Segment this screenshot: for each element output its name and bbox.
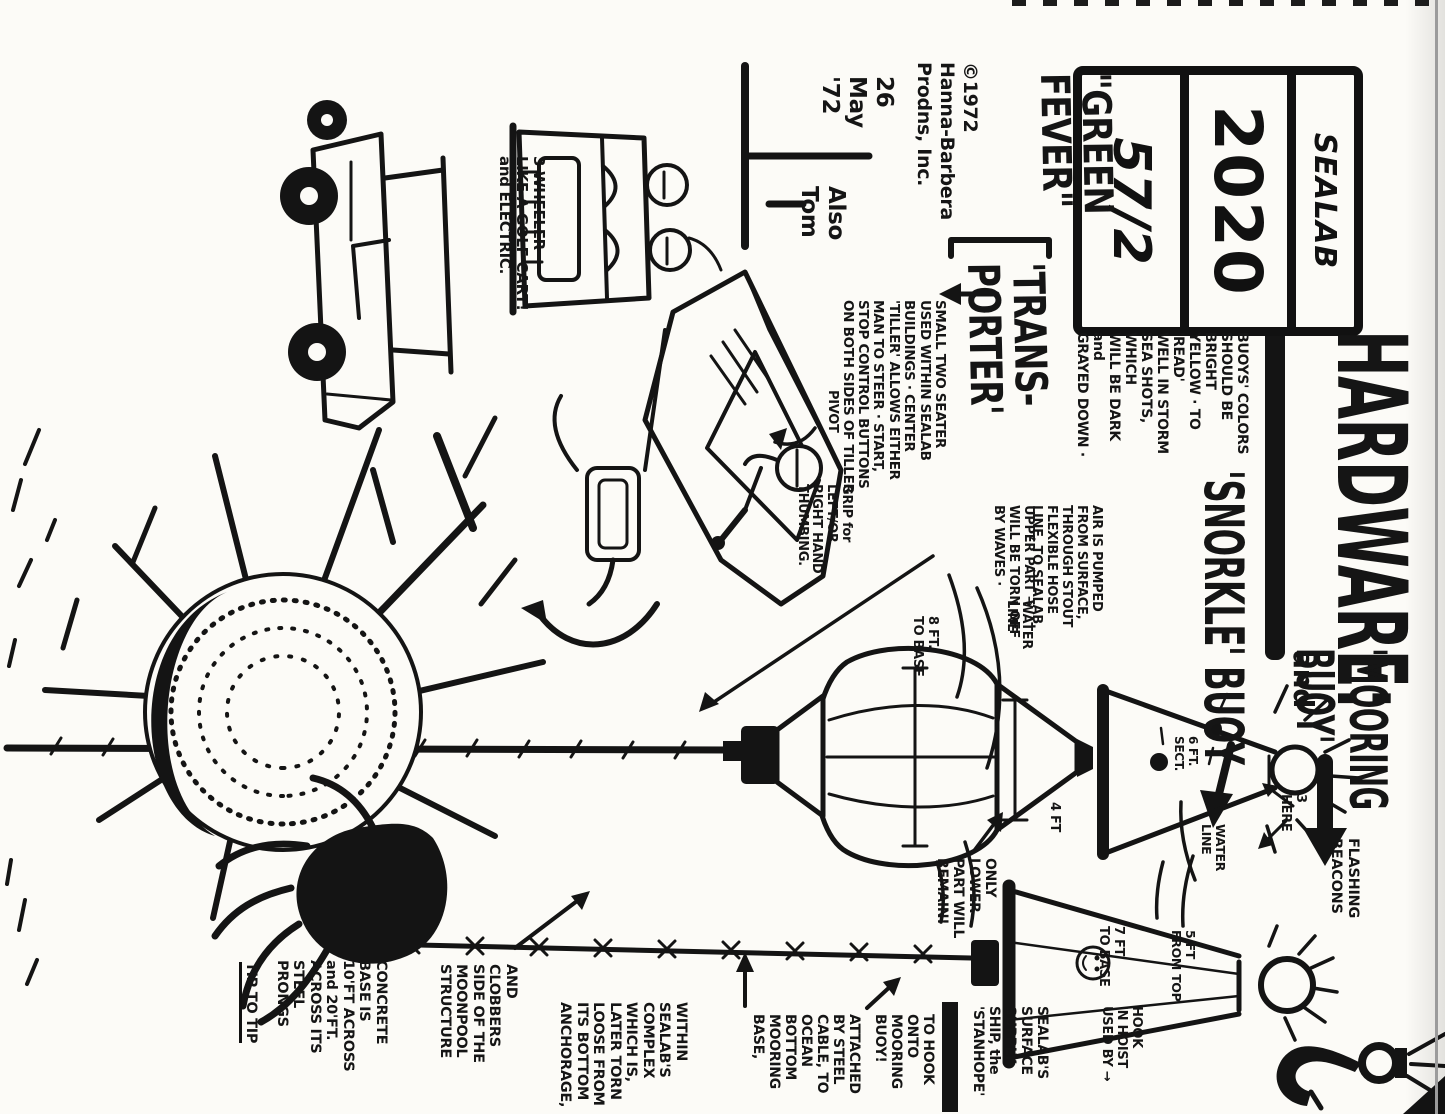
to-hook-note: TO HOOK ONTO MOORING BUOY! [872,1014,936,1089]
transporter-perspective-drawing [642,236,844,607]
snorkle-buoy-drawing [1097,684,1361,928]
air-pumped-note: AIR IS PUMPED FROM SURFACE, THROUGH STOU… [1029,505,1104,629]
heading-underline-bar [1265,326,1285,660]
copyright-note: ©1972 Hanna-Barbera Prodns, Inc. [913,62,981,220]
lower-part-note: ONLY LOWER PART WILL REMAIN! [934,858,998,939]
scan-edge-shadow [1405,0,1445,1114]
measure-4ft-label: 4 FT [1047,802,1062,833]
transporter-note: SMALL TWO SEATER USED WITHIN SEALAB BUIL… [839,300,948,494]
transporter-bracket [939,237,1052,305]
clobbers-note: AND CLOBBERS SIDE OF THE MOONPOOL STRUCT… [436,964,519,1063]
measure-7ft-label: 7 FT TO BASE [1096,926,1126,987]
flashing-beacons-note: FLASHING BEACONS [1328,838,1361,918]
transporter-front-drawing [509,122,692,316]
attached-cable-note: ATTACHED BY STEEL CABLE, TO OCEAN BOTTOM… [750,1014,862,1094]
pointer-arrow-to-buoy [699,554,935,712]
torn-loose-arrow [513,891,590,950]
measure-6ft-label: 6 FT. SECT. [1172,736,1200,772]
explosion-drawing [42,415,546,935]
hook-hoist-note: HOOK 'N HOIST USED BY → [1099,1006,1144,1082]
credits-bracket [741,62,873,250]
tip-to-tip-label: TIP TO TIP [239,962,259,1044]
three-wheeler-note: 3 WHEELER ~ LIKE A GOLF CART! and ELECTR… [495,156,548,311]
measure-8ft-label: 8 FT. TO BASE [910,616,940,677]
mooring-buoy-drawing [723,573,1093,928]
three-here-note: 3 HERE [1278,794,1308,832]
note-divider-bar [942,1002,958,1112]
episode-title: "GREEN FEVER" [1031,71,1121,215]
cable-pointer-arrow [736,952,754,1008]
scan-edge-line [1435,0,1438,1114]
artist-note: Also Tom [795,186,849,240]
lower-buoy-drawing [374,800,1339,1069]
buoy-colors-note: BUOYS' COLORS SHOULD BE BRIGHT YELLOW · … [1074,332,1250,457]
concrete-base-note: CONCRETE BASE IS 10'FT ACROSS and 20'FT.… [273,960,389,1072]
torn-loose-note: WITHIN SEALAB'S COMPLEX WHICH IS, LATER … [557,1002,689,1108]
grip-note: GRIP for LEFT/OR RIGHT HAND THUMBING. [794,484,854,574]
measure-5ft-label: 5 FT FROM TOP [1168,930,1198,1002]
show-year: 2020 [1180,75,1287,327]
concrete-base-drawing [211,774,448,1026]
tiller-grip-drawing [521,394,660,648]
edge-scribbles [5,428,57,986]
heading-conjunction: and [1287,650,1320,708]
to-hook-arrow-icon [865,977,901,1010]
snorkle-buoy-heading: 'SNORKLE' BUOY [1192,470,1255,765]
transporter-title: 'TRANS- PORTER' [957,261,1057,415]
show-name: SEALAB [1287,75,1354,327]
water-line-label-2: WATER LINE [1198,824,1228,872]
perforation-marks [1012,0,1445,6]
supply-ship-note: SEALAB'S SURFACE SUPPLY SHIP, the 'STANH… [970,1006,1050,1097]
three-wheeler-drawing [280,100,454,431]
date-note: 26 May '72 [816,76,897,128]
pivot-label: PIVOT [825,390,840,433]
pivot-arrow-icon [769,426,817,450]
water-line-label-1: WATER LINE [1004,600,1034,650]
beacon-arrows [1258,754,1347,866]
